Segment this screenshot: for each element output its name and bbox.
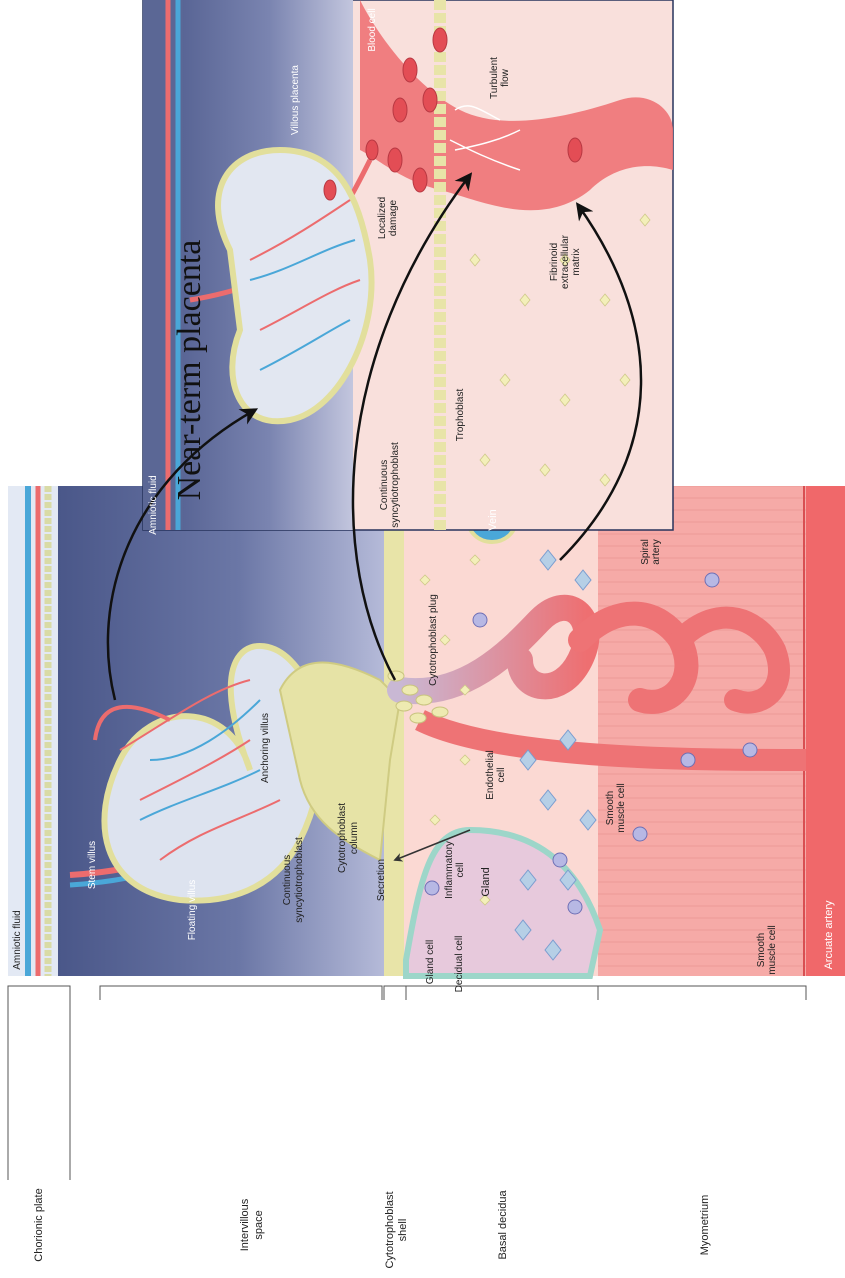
layer-intervillous-space-line1: Intervillous: [239, 1198, 251, 1251]
smooth-muscle-cell-label-1-line1: Smooth: [605, 791, 616, 825]
inset-panel: [143, 0, 673, 530]
layer-basal-decidua: Basal decidua: [497, 1190, 509, 1260]
cytotrophoblast-plug-label: Cytotrophoblast plug: [428, 594, 439, 686]
layer-intervillous-space-line2: space: [253, 1210, 265, 1239]
spiral-artery-label-line1: Spiral: [640, 539, 651, 565]
smooth-muscle-cell-label-2-line1: Smooth: [756, 933, 767, 967]
fibrinoid-label-line2: extracellular: [560, 234, 571, 289]
fibrinoid-label-line3: matrix: [571, 248, 582, 275]
stem-villus-label: Stem villus: [87, 841, 98, 889]
continuous-syncytiotrophoblast-label-line2: syncytiotrophoblast: [294, 837, 305, 923]
title: Near-term placenta: [171, 240, 208, 501]
endothelial-cell-label-line1: Endothelial: [485, 750, 496, 799]
inset-syncytiotrophoblast-line2: syncytiotrophoblast: [390, 442, 401, 528]
myometrium-region: [598, 486, 812, 976]
anchoring-villus-label: Anchoring villus: [260, 713, 271, 783]
villous-placenta-label: Villous placenta: [290, 65, 301, 135]
cytotrophoblast-column-label-line2: column: [349, 822, 360, 854]
main-amniotic-fluid: Amniotic fluid: [12, 910, 23, 969]
vein-label: Vein: [487, 509, 499, 530]
inset-syncytiotrophoblast-line1: Continuous: [379, 460, 390, 511]
decidual-cell-label: Decidual cell: [454, 936, 465, 993]
layer-cytotrophoblast-shell-line1: Cytotrophoblast: [384, 1191, 396, 1268]
layer-myometrium: Myometrium: [699, 1195, 711, 1256]
turbulent-flow-label-line1: Turbulent: [489, 57, 500, 99]
spiral-artery-label-line2: artery: [651, 539, 662, 565]
layer-cytotrophoblast-shell-line2: shell: [397, 1219, 409, 1242]
layer-brackets: [8, 986, 806, 1180]
blood-cell-label: Blood cell: [367, 8, 378, 51]
fibrinoid-label-line1: Fibrinoid: [549, 243, 560, 281]
layer-chorionic-plate: Chorionic plate: [33, 1188, 45, 1261]
localized-damage-label-line1: Localized: [377, 197, 388, 239]
arcuate-artery-label: Arcuate artery: [823, 900, 835, 970]
endothelial-cell-label-line2: cell: [496, 767, 507, 782]
secretion-label: Secretion: [376, 859, 387, 901]
floating-villus-label: Floating villus: [187, 880, 198, 941]
cytotrophoblast-column-label-line1: Cytotrophoblast: [337, 803, 348, 873]
main-panel: [8, 486, 845, 976]
turbulent-flow-label-line2: flow: [500, 68, 511, 87]
inflammatory-cell-label-line1: Inflammatory: [444, 841, 455, 899]
smooth-muscle-cell-label-2-line2: muscle cell: [767, 925, 778, 974]
gland-label: Gland: [480, 867, 492, 896]
trophoblast-label: Trophoblast: [455, 389, 466, 442]
inset-amniotic-fluid: Amniotic fluid: [148, 475, 159, 534]
gland-cell-label: Gland cell: [425, 940, 436, 984]
inflammatory-cell-label-line2: cell: [455, 862, 466, 877]
localized-damage-label-line2: damage: [388, 199, 399, 236]
smooth-muscle-cell-label-1-line2: muscle cell: [616, 783, 627, 832]
continuous-syncytiotrophoblast-label-line1: Continuous: [282, 855, 293, 906]
